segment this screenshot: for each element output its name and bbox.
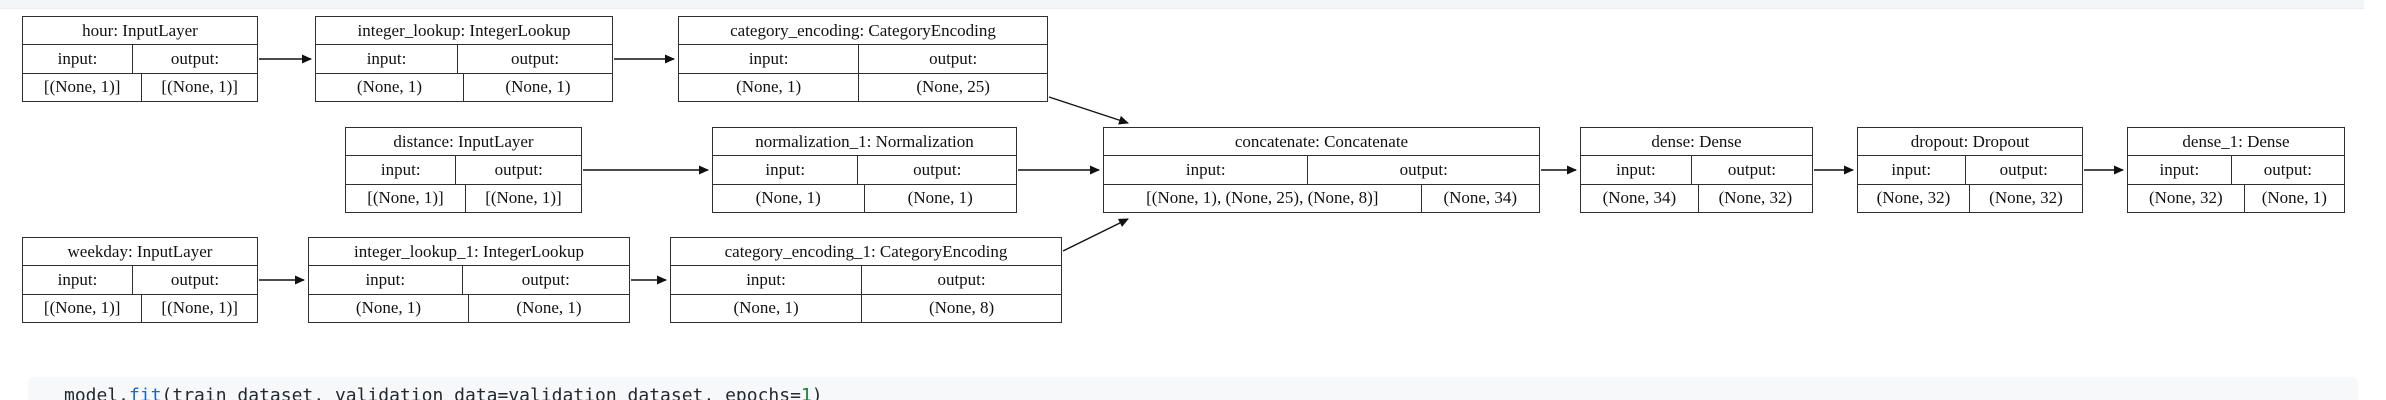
input-label: input:	[316, 45, 459, 73]
layer-node-concatenate: concatenate: Concatenate input: output: […	[1103, 127, 1540, 213]
output-label: output:	[1999, 159, 2048, 179]
input-label: input:	[679, 45, 860, 73]
layer-node-weekday: weekday: InputLayer input: output: [(None…	[22, 237, 258, 323]
node-title: dense: Dense	[1651, 131, 1742, 151]
input-label: input:	[671, 266, 863, 294]
output-label: output:	[1399, 159, 1448, 179]
input-shape: [(None, 1)]	[23, 73, 143, 101]
output-shape: (None, 8)	[928, 298, 995, 318]
layer-node-dense: dense: Dense input: output: (None, 34) (No…	[1580, 127, 1813, 213]
output-shape: (None, 1)	[516, 298, 582, 318]
layer-node-distance: distance: InputLayer input: output: [(Non…	[345, 127, 582, 213]
node-title: integer_lookup: IntegerLookup	[357, 20, 571, 40]
input-label: input:	[1858, 156, 1966, 184]
output-label: output:	[521, 269, 570, 289]
node-title: dense_1: Dense	[2182, 131, 2290, 151]
code-cell[interactable]: model.fit(train_dataset, validation_data…	[28, 377, 2358, 400]
layer-node-integer-lookup: integer_lookup: IntegerLookup input: outp…	[315, 16, 613, 102]
output-shape: (None, 32)	[1989, 188, 2063, 208]
output-shape: (None, 25)	[916, 77, 990, 97]
output-shape: (None, 32)	[1718, 188, 1793, 208]
input-shape: (None, 32)	[2128, 184, 2245, 212]
input-shape: (None, 1)	[679, 73, 860, 101]
input-label: input:	[1104, 156, 1309, 184]
layer-node-dense-1: dense_1: Dense input: output: (None, 32) (…	[2127, 127, 2345, 213]
output-shape: (None, 34)	[1443, 188, 1518, 208]
code-token: model.	[64, 385, 130, 400]
output-shape: (None, 1)	[2261, 188, 2327, 208]
node-title: category_encoding: CategoryEncoding	[730, 20, 996, 40]
input-label: input:	[346, 156, 457, 184]
output-shape: [(None, 1)]	[485, 188, 562, 208]
node-title: concatenate: Concatenate	[1234, 131, 1409, 151]
edge-arrow	[1048, 96, 1129, 125]
layer-node-category-encoding-1: category_encoding_1: CategoryEncoding in…	[670, 237, 1062, 323]
output-shape: [(None, 1)]	[161, 77, 238, 97]
output-label: output:	[494, 159, 543, 179]
node-title: hour: InputLayer	[82, 20, 198, 40]
edge-arrow	[1062, 218, 1129, 252]
layer-node-category-encoding: category_encoding: CategoryEncoding inpu…	[678, 16, 1048, 102]
output-shape: (None, 1)	[505, 77, 571, 97]
layer-node-integer-lookup-1: integer_lookup_1: IntegerLookup input: ou…	[308, 237, 630, 323]
code-token: (train_dataset, validation_data=validati…	[161, 385, 801, 400]
input-shape: (None, 32)	[1858, 184, 1970, 212]
input-label: input:	[23, 45, 133, 73]
layer-node-normalization-1: normalization_1: Normalization input: out…	[712, 127, 1017, 213]
code-line: model.fit(train_dataset, validation_data…	[64, 385, 823, 400]
input-shape: (None, 1)	[316, 73, 464, 101]
input-label: input:	[1581, 156, 1692, 184]
node-title: weekday: InputLayer	[67, 241, 213, 261]
input-shape: (None, 1)	[713, 184, 865, 212]
output-label: output:	[913, 159, 962, 179]
node-title: category_encoding_1: CategoryEncoding	[724, 241, 1008, 261]
output-label: output:	[1727, 159, 1777, 179]
output-label: output:	[170, 48, 220, 68]
node-title: distance: InputLayer	[393, 131, 534, 151]
output-label: output:	[170, 269, 220, 289]
layer-node-dropout: dropout: Dropout input: output: (None, 32…	[1857, 127, 2083, 213]
output-label: output:	[510, 48, 560, 68]
input-label: input:	[713, 156, 859, 184]
previous-cell-edge-strip	[0, 0, 2364, 9]
output-label: output:	[937, 269, 986, 289]
input-shape: (None, 1)	[309, 294, 469, 322]
output-shape: [(None, 1)]	[161, 298, 238, 318]
input-label: input:	[309, 266, 463, 294]
layer-node-hour: hour: InputLayer input: output: [(None, 1…	[22, 16, 258, 102]
node-title: dropout: Dropout	[1910, 131, 2030, 151]
input-shape: [(None, 1)]	[346, 184, 466, 212]
code-token-function: fit	[129, 385, 162, 400]
output-label: output:	[2263, 159, 2312, 179]
input-shape: (None, 1)	[671, 294, 863, 322]
node-title: normalization_1: Normalization	[755, 131, 974, 151]
input-shape: (None, 34)	[1581, 184, 1699, 212]
output-shape: (None, 1)	[907, 188, 973, 208]
node-title: integer_lookup_1: IntegerLookup	[354, 241, 584, 261]
input-shape: [(None, 1)]	[23, 294, 143, 322]
input-label: input:	[23, 266, 133, 294]
input-shape: [(None, 1), (None, 25), (None, 8)]	[1104, 184, 1422, 212]
code-token-number: 1	[800, 385, 812, 400]
output-label: output:	[929, 48, 978, 68]
code-token: )	[811, 385, 823, 400]
input-label: input:	[2128, 156, 2232, 184]
